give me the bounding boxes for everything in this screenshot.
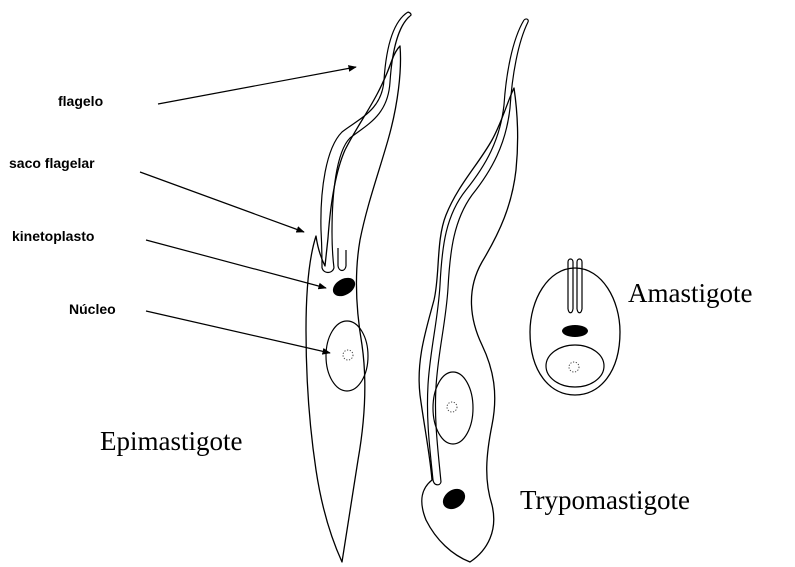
label-nucleo: Núcleo — [69, 301, 116, 317]
kinetoplasto-arrow — [146, 240, 326, 288]
amastigote-nucleolus — [569, 362, 579, 372]
nucleo-arrow — [146, 311, 330, 353]
epimastigote-nucleolus — [343, 350, 353, 360]
trypomastigote-cell — [419, 19, 528, 562]
label-epimastigote: Epimastigote — [100, 426, 242, 456]
label-saco-flagelar: saco flagelar — [9, 155, 95, 171]
trypomastigote-body — [419, 88, 518, 562]
label-trypomastigote: Trypomastigote — [520, 485, 690, 515]
flagelo-arrow — [158, 67, 356, 104]
amastigote-cell — [530, 259, 620, 395]
label-amastigote: Amastigote — [628, 278, 752, 308]
trypomastigote-nucleolus — [447, 402, 457, 412]
amastigote-kinetoplast — [562, 325, 588, 337]
saco-flagelar-arrow — [140, 172, 304, 232]
label-flagelo: flagelo — [58, 93, 103, 109]
label-kinetoplasto: kinetoplasto — [12, 228, 94, 244]
